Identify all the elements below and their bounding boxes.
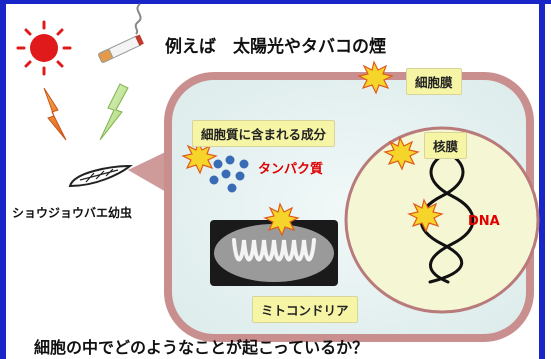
question-text: 細胞の中でどのようなことが起こっているか？ bbox=[34, 338, 369, 357]
protein-dots bbox=[209, 155, 249, 193]
cytoplasm-label: 細胞質に含まれる成分 bbox=[192, 120, 336, 147]
starburst-icon bbox=[357, 60, 394, 95]
nucleus bbox=[344, 126, 540, 314]
starburst-icon bbox=[263, 202, 300, 237]
mitochondria-label: ミトコンドリア bbox=[252, 296, 358, 323]
sun-icon bbox=[16, 20, 72, 76]
starburst-icon bbox=[383, 136, 420, 171]
cigarette-icon bbox=[98, 3, 144, 63]
lightning-icon bbox=[43, 87, 67, 141]
protein-label: タンパク質 bbox=[258, 162, 324, 177]
blue-frame-top bbox=[0, 0, 551, 4]
title-text: 例えば 太陽光やタバコの煙 bbox=[165, 37, 386, 57]
larva-label: ショウジョウバエ幼虫 bbox=[12, 206, 133, 220]
larva-icon bbox=[68, 164, 133, 188]
lightning-icon bbox=[99, 83, 129, 141]
starburst-icon bbox=[181, 140, 218, 175]
nuclear-membrane-label: 核膜 bbox=[424, 132, 468, 159]
dna-label: DNA bbox=[468, 214, 500, 229]
cell-membrane-label: 細胞膜 bbox=[406, 68, 462, 95]
mitochondria-icon bbox=[210, 220, 338, 286]
starburst-icon bbox=[407, 198, 444, 233]
